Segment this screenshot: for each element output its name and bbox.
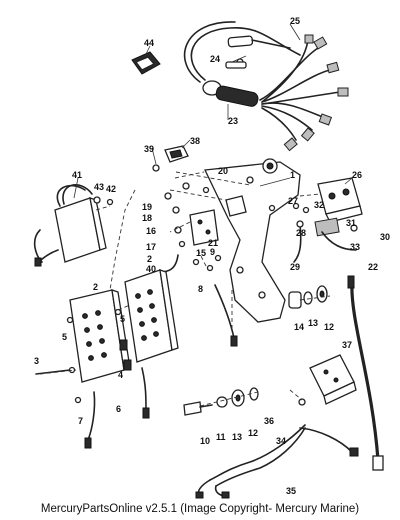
part-38-clamp bbox=[152, 145, 189, 172]
callout-13-lower: 13 bbox=[232, 432, 242, 442]
part-44-connector bbox=[131, 51, 161, 75]
callout-9: 9 bbox=[210, 247, 215, 257]
bracket-lead bbox=[214, 284, 235, 339]
part-22-cable bbox=[347, 275, 384, 471]
lower-left-hardware bbox=[35, 308, 150, 449]
part-42-washer bbox=[106, 198, 114, 206]
callout-28: 28 bbox=[296, 228, 306, 238]
callout-35: 35 bbox=[286, 486, 296, 496]
callout-12-upper: 12 bbox=[324, 322, 334, 332]
callout-32: 32 bbox=[314, 200, 324, 210]
callout-25: 25 bbox=[290, 16, 300, 26]
callout-26: 26 bbox=[352, 170, 362, 180]
callout-17: 17 bbox=[146, 242, 156, 252]
image-copyright-caption: MercuryPartsOnline v2.5.1 (Image Copyrig… bbox=[40, 503, 360, 515]
part-40-lead bbox=[159, 254, 179, 273]
callout-1: 1 bbox=[290, 170, 295, 180]
callout-29: 29 bbox=[290, 262, 300, 272]
part-21-screw bbox=[206, 264, 214, 272]
callout-12-lower: 12 bbox=[248, 428, 258, 438]
callout-30: 30 bbox=[380, 232, 390, 242]
callout-19: 19 bbox=[142, 202, 152, 212]
part-1-mounting-bracket bbox=[204, 158, 301, 323]
callout-43: 43 bbox=[94, 182, 104, 192]
part-26-switch bbox=[292, 177, 363, 237]
part-9-rectifier bbox=[189, 209, 219, 246]
callout-44: 44 bbox=[144, 38, 154, 48]
part-29-lead bbox=[293, 224, 302, 263]
callout-2-left: 2 bbox=[93, 282, 98, 292]
callout-42: 42 bbox=[106, 184, 116, 194]
callout-4: 4 bbox=[118, 370, 123, 380]
callout-13-upper: 13 bbox=[308, 318, 318, 328]
callout-18: 18 bbox=[142, 213, 152, 223]
part-28-screw bbox=[296, 220, 304, 228]
lower-bolt-stack bbox=[183, 387, 259, 416]
part-37-module bbox=[298, 354, 357, 406]
part-43-screw bbox=[93, 196, 101, 204]
callout-24: 24 bbox=[210, 54, 220, 64]
part-23-wiring-harness bbox=[183, 21, 349, 152]
callout-14: 14 bbox=[294, 322, 304, 332]
callout-21: 21 bbox=[208, 238, 218, 248]
callout-23: 23 bbox=[228, 116, 238, 126]
callout-15: 15 bbox=[196, 248, 206, 258]
callout-5-right: 5 bbox=[120, 314, 125, 324]
callout-10: 10 bbox=[200, 436, 210, 446]
part-33-lead bbox=[321, 231, 357, 251]
callout-7: 7 bbox=[78, 416, 83, 426]
callout-38: 38 bbox=[190, 136, 200, 146]
bracket-lead-terminal bbox=[230, 335, 238, 347]
callout-40: 40 bbox=[146, 264, 156, 274]
small-screws-group bbox=[164, 182, 222, 266]
callout-5-left: 5 bbox=[62, 332, 67, 342]
callout-27: 27 bbox=[288, 196, 298, 206]
callout-6: 6 bbox=[116, 404, 121, 414]
part-2-switch-box-right bbox=[124, 269, 179, 363]
callout-41: 41 bbox=[72, 170, 82, 180]
assembly-dashed-lines bbox=[39, 171, 331, 407]
callout-2-right: 2 bbox=[147, 254, 152, 264]
callout-leader-lines bbox=[73, 23, 353, 199]
callout-11: 11 bbox=[216, 432, 226, 442]
callout-22: 22 bbox=[368, 262, 378, 272]
part-2-switch-box-left bbox=[69, 289, 131, 383]
callout-3: 3 bbox=[34, 356, 39, 366]
part-41-coil bbox=[33, 184, 107, 267]
callout-34: 34 bbox=[276, 436, 286, 446]
callout-37: 37 bbox=[342, 340, 352, 350]
callout-31: 31 bbox=[346, 218, 356, 228]
exploded-parts-diagram: 1 2 2 3 4 5 5 6 7 8 9 10 11 12 12 13 13 … bbox=[33, 16, 390, 499]
callout-8: 8 bbox=[198, 284, 203, 294]
callout-16: 16 bbox=[146, 226, 156, 236]
callout-39: 39 bbox=[144, 144, 154, 154]
callout-33: 33 bbox=[350, 242, 360, 252]
callout-numbers: 1 2 2 3 4 5 5 6 7 8 9 10 11 12 12 13 13 … bbox=[34, 16, 390, 496]
callout-20: 20 bbox=[218, 166, 228, 176]
part-34-35-lower-harness bbox=[195, 424, 359, 499]
callout-36: 36 bbox=[264, 416, 274, 426]
